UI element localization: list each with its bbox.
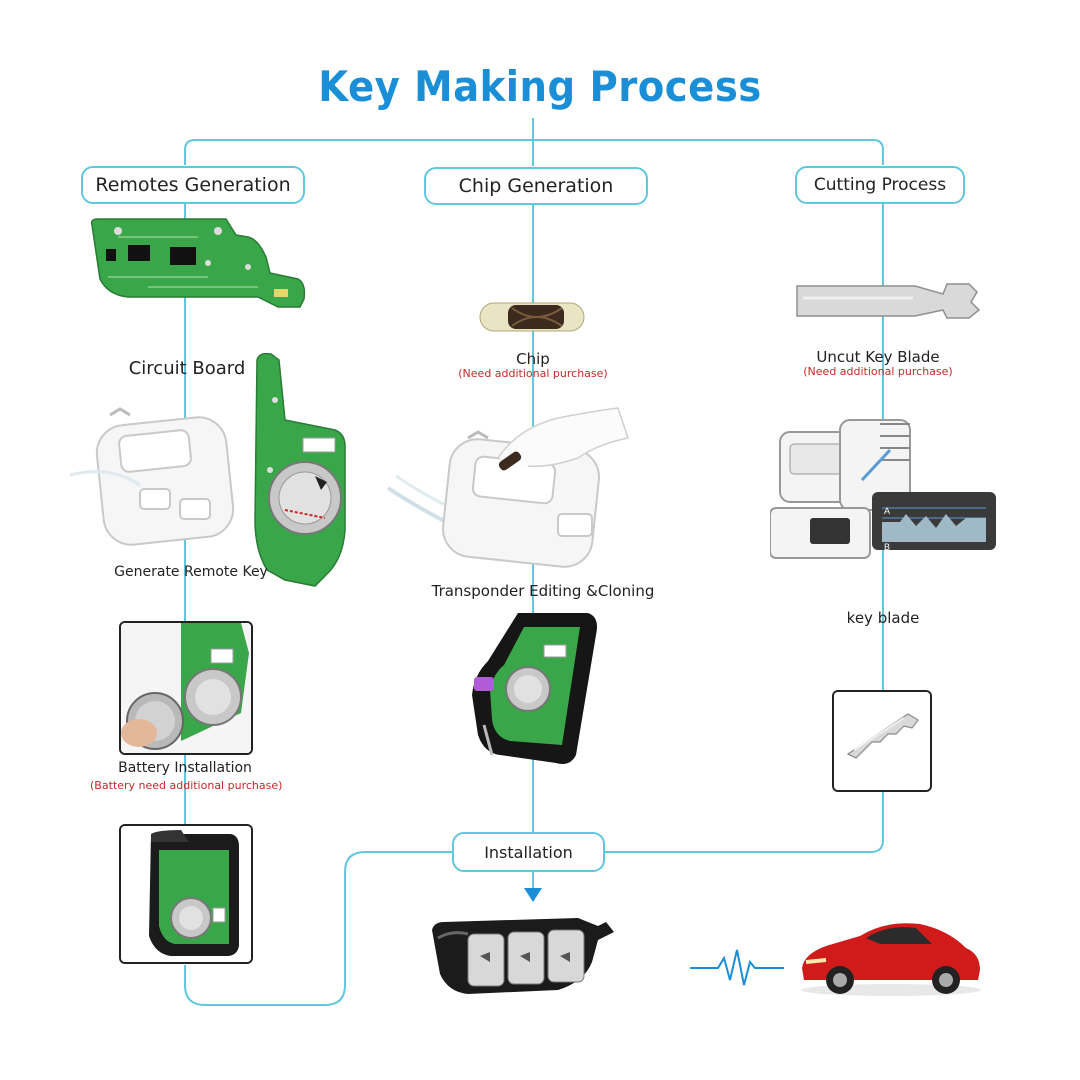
uncut-key-blade-note: (Need additional purchase) [803,365,953,378]
uncut-key-blade-image [796,283,981,319]
battery-installation-label: Battery Installation [118,760,252,776]
finished-flip-key-image [432,918,614,994]
chip-label: Chip [516,350,550,368]
profile-label-a: A [884,506,890,516]
chip-generation-header: Chip Generation [424,167,648,205]
installation-text: Installation [484,842,573,862]
signal-wave-icon [690,949,784,986]
key-blade-label: key blade [846,609,920,627]
chip-note: (Need additional purchase) [458,367,608,380]
red-car-image [801,923,981,996]
remotes-generation-header: Remotes Generation [81,166,305,204]
profile-label-b: B [884,542,890,552]
down-arrow-icon [524,888,542,902]
chip-image [479,302,585,332]
flip-key-board-image [472,613,597,764]
key-cutting-machine-image: A B [770,419,996,559]
transponder-editing-label: Transponder Editing &Cloning [431,582,655,600]
circuit-board-label: Circuit Board [128,358,246,379]
transponder-cloning-image [386,407,629,568]
chip-header-text: Chip Generation [458,175,614,197]
page-title: Key Making Process [318,62,762,111]
remote-board-image [254,352,346,587]
installed-remote-photo [119,824,253,964]
generate-remote-key-label: Generate Remote Key [114,564,268,580]
cut-key-blade-photo [832,690,932,792]
installation-pill: Installation [452,832,605,872]
cutting-process-header: Cutting Process [795,166,965,204]
circuit-board-image [90,218,306,308]
key-programmer-image [70,407,235,546]
remotes-header-text: Remotes Generation [95,174,291,196]
cutting-header-text: Cutting Process [813,175,947,195]
battery-installation-note: (Battery need additional purchase) [90,779,283,792]
uncut-key-blade-label: Uncut Key Blade [816,348,940,366]
battery-installation-photo [119,621,253,755]
